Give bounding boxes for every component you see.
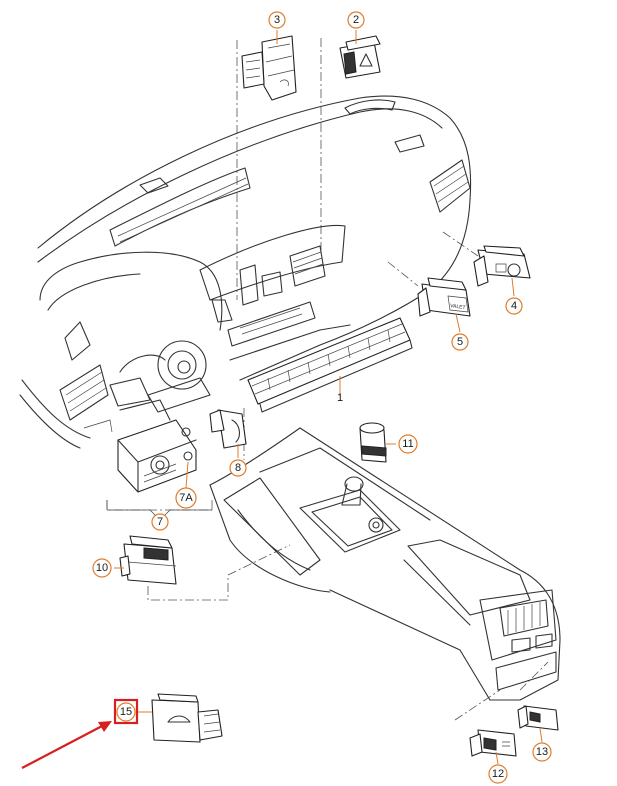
part-8-switch xyxy=(209,409,247,449)
callout-2-label: 2 xyxy=(353,14,359,26)
part-13-switch xyxy=(517,705,559,731)
callout-10: 10 xyxy=(92,558,112,578)
part-3-switch xyxy=(241,35,297,101)
callout-13: 13 xyxy=(532,742,552,762)
callout-8-label: 8 xyxy=(235,462,241,474)
part-10-switch xyxy=(119,535,177,585)
part-5-valet-switch: VALET xyxy=(417,277,471,317)
dashboard-assembly xyxy=(19,95,472,449)
callout-7-label: 7 xyxy=(157,516,163,528)
callout-3: 3 xyxy=(268,11,286,29)
callout-15-label: 15 xyxy=(120,706,132,718)
callout-7A: 7A xyxy=(175,487,197,509)
part-11-knob xyxy=(359,422,387,463)
callout-5: 5 xyxy=(451,333,469,351)
highlight-marker xyxy=(21,698,139,769)
highlight-box xyxy=(113,698,139,725)
part-1-switch-panel xyxy=(247,317,413,413)
part-7-light-switch xyxy=(117,419,197,493)
assembly-dash-lines xyxy=(106,38,549,721)
callout-8: 8 xyxy=(229,459,247,477)
callout-11: 11 xyxy=(398,434,418,454)
callout-10-label: 10 xyxy=(96,562,108,574)
callout-3-label: 3 xyxy=(274,14,280,26)
callout-4-label: 4 xyxy=(511,300,517,312)
callout-12: 12 xyxy=(488,764,508,784)
callout-7: 7 xyxy=(151,513,169,531)
part-2-hazard-switch xyxy=(339,35,381,79)
callout-13-label: 13 xyxy=(536,746,548,758)
callout-12-label: 12 xyxy=(492,768,504,780)
part-12-switch xyxy=(469,729,517,757)
callout-2: 2 xyxy=(347,11,365,29)
callout-15: 15 xyxy=(116,702,136,722)
center-console xyxy=(209,427,561,701)
part-4-switch xyxy=(473,245,531,287)
callout-1-label: 1 xyxy=(337,392,343,404)
callout-1: 1 xyxy=(337,392,343,404)
callout-5-label: 5 xyxy=(457,336,463,348)
leader-lines xyxy=(106,30,543,765)
part-15-switch xyxy=(151,693,223,743)
callout-7A-label: 7A xyxy=(179,492,193,504)
callout-4: 4 xyxy=(505,297,523,315)
red-arrow-icon xyxy=(21,724,105,769)
valet-button-label: VALET xyxy=(450,303,466,311)
callout-11-label: 11 xyxy=(402,438,413,450)
